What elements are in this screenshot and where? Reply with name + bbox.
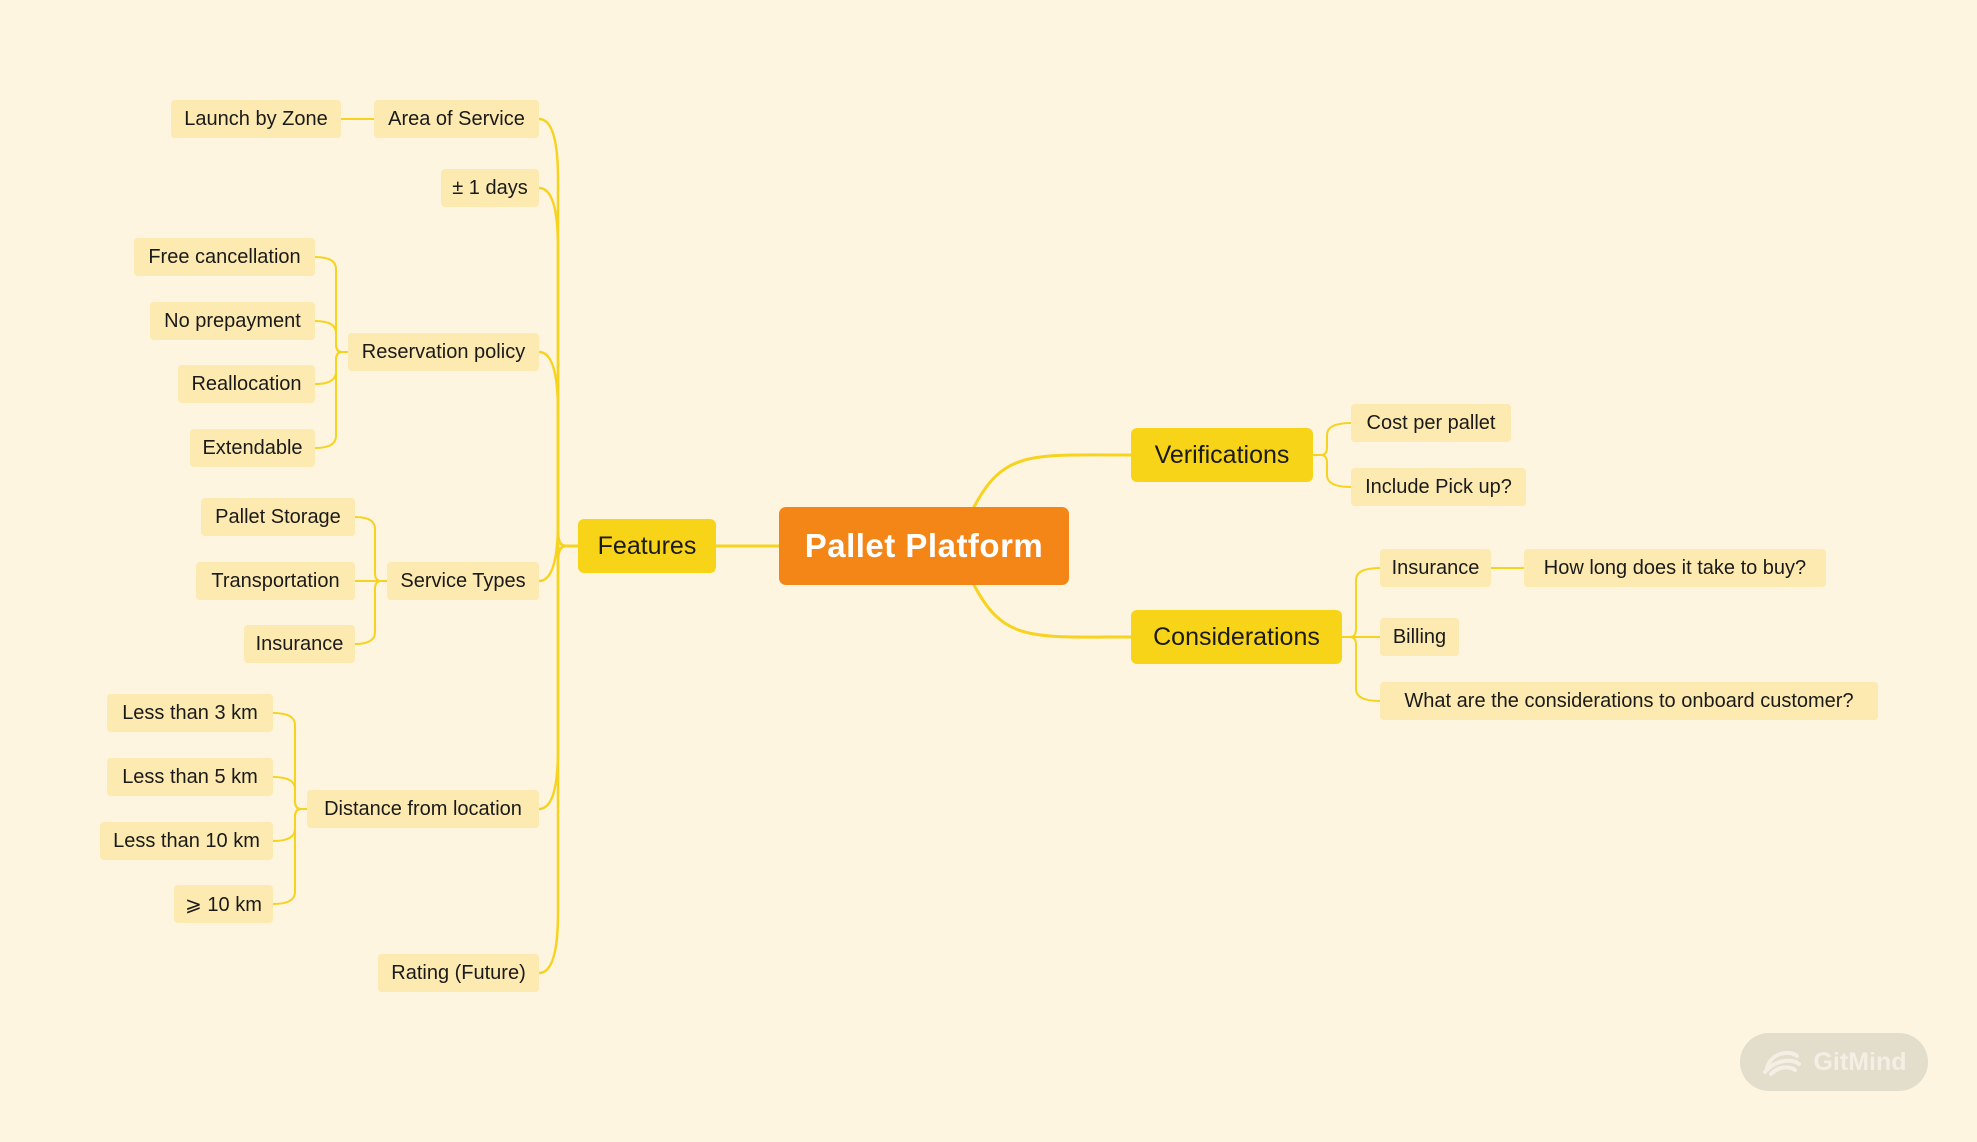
connector-node-reallocation — [314, 351, 349, 385]
connector-node-10km-or-more — [272, 808, 308, 905]
node-less-than-10km[interactable]: Less than 10 km — [100, 822, 273, 860]
connector-node-include-pick-up — [1312, 454, 1352, 488]
node-extendable[interactable]: Extendable — [190, 429, 315, 467]
connector-node-insurance-service — [354, 580, 388, 645]
connector-node-less-than-5km — [272, 776, 308, 810]
node-distance-from-location[interactable]: Distance from location — [307, 790, 539, 828]
connector-node-less-than-10km — [272, 808, 308, 842]
connector-node-onboard-considerations — [1341, 636, 1381, 702]
connector-branch-verifications — [972, 453, 1133, 509]
node-onboard-considerations[interactable]: What are the considerations to onboard c… — [1380, 682, 1878, 720]
connector-node-free-cancellation — [314, 256, 349, 353]
node-transportation[interactable]: Transportation — [196, 562, 355, 600]
connector-node-cost-per-pallet — [1312, 422, 1352, 456]
gitmind-label: GitMind — [1813, 1047, 1907, 1076]
branch-features[interactable]: Features — [578, 519, 716, 573]
branch-verifications[interactable]: Verifications — [1131, 428, 1313, 482]
node-insurance-consideration[interactable]: Insurance — [1380, 549, 1491, 587]
node-less-than-3km[interactable]: Less than 3 km — [107, 694, 273, 732]
node-cost-per-pallet[interactable]: Cost per pallet — [1351, 404, 1511, 442]
node-how-long-to-buy[interactable]: How long does it take to buy? — [1524, 549, 1826, 587]
node-free-cancellation[interactable]: Free cancellation — [134, 238, 315, 276]
node-area-of-service[interactable]: Area of Service — [374, 100, 539, 138]
gitmind-watermark: GitMind — [1740, 1033, 1928, 1091]
connector-node-reservation-policy — [537, 350, 580, 548]
connector-node-no-prepayment — [314, 320, 349, 353]
connector-node-rating-future — [537, 544, 580, 975]
node-reservation-policy[interactable]: Reservation policy — [348, 333, 539, 371]
node-less-than-5km[interactable]: Less than 5 km — [107, 758, 273, 796]
node-no-prepayment[interactable]: No prepayment — [150, 302, 315, 340]
node-reallocation[interactable]: Reallocation — [178, 365, 315, 403]
node-service-types[interactable]: Service Types — [387, 562, 539, 600]
branch-considerations[interactable]: Considerations — [1131, 610, 1342, 664]
connector-node-less-than-3km — [272, 712, 308, 810]
gitmind-logo-icon — [1761, 1046, 1803, 1078]
node-launch-by-zone[interactable]: Launch by Zone — [171, 100, 341, 138]
connector-node-pallet-storage — [354, 516, 388, 582]
connector-branch-considerations — [972, 583, 1133, 639]
node-rating-future[interactable]: Rating (Future) — [378, 954, 539, 992]
node-10km-or-more[interactable]: ⩾ 10 km — [174, 885, 273, 923]
node-include-pick-up[interactable]: Include Pick up? — [1351, 468, 1526, 506]
node-billing[interactable]: Billing — [1380, 618, 1459, 656]
node-pallet-storage[interactable]: Pallet Storage — [201, 498, 355, 536]
node-plus-minus-days[interactable]: ± 1 days — [441, 169, 539, 207]
root-node[interactable]: Pallet Platform — [779, 507, 1069, 585]
connector-node-extendable — [314, 351, 349, 449]
connector-node-insurance-consideration — [1341, 567, 1381, 638]
node-insurance-service[interactable]: Insurance — [244, 625, 355, 663]
